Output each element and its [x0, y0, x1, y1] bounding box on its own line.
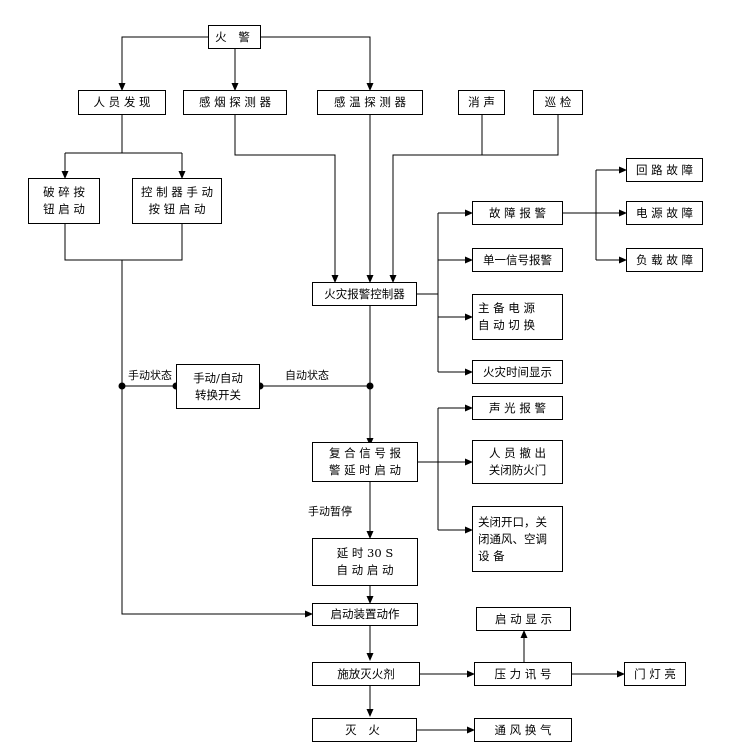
- node-ventilation: 通 风 换 气: [474, 718, 572, 742]
- node-controller-manual-button: 控 制 器 手 动按 钮 启 动: [132, 178, 222, 224]
- junction-manual: [118, 382, 126, 390]
- node-fire-time-display: 火灾时间显示: [472, 360, 563, 384]
- node-loop-fault: 回 路 故 障: [626, 158, 703, 182]
- edge-fault-to-types: [563, 170, 597, 260]
- edge-composite-outputs: [418, 408, 439, 530]
- node-sound-light-alarm: 声 光 报 警: [472, 396, 563, 420]
- edge-buttons-to-manual-line: [64, 224, 312, 615]
- node-load-fault: 负 载 故 障: [626, 248, 703, 272]
- node-single-signal-alarm: 单一信号报警: [472, 248, 563, 272]
- node-release-agent: 施放灭火剂: [312, 662, 420, 686]
- edge-person-to-buttons: [65, 115, 182, 154]
- node-manual-auto-switch: 手动/自动转换开关: [176, 364, 260, 409]
- node-pressure-signal: 压 力 讯 号: [474, 662, 572, 686]
- edge-controller-outputs: [417, 213, 472, 373]
- node-extinguish: 灭 火: [312, 718, 417, 742]
- node-evacuate-close-doors: 人 员 撤 出关闭防火门: [472, 440, 563, 484]
- node-smoke-detector: 感 烟 探 测 器: [183, 90, 287, 115]
- node-main-power-switch: 主 备 电 源自 动 切 换: [472, 294, 563, 340]
- node-composite-signal: 复 合 信 号 报警 延 时 启 动: [312, 442, 418, 482]
- node-silence: 消 声: [458, 90, 505, 115]
- node-door-light: 门 灯 亮: [624, 662, 686, 686]
- junction-auto: [366, 382, 374, 390]
- label-manual-pause: 手动暂停: [308, 505, 352, 518]
- node-power-fault: 电 源 故 障: [626, 201, 703, 225]
- node-person-found: 人 员 发 现: [78, 90, 166, 115]
- node-patrol: 巡 检: [533, 90, 583, 115]
- node-fire-controller: 火灾报警控制器: [312, 282, 417, 306]
- node-fire-alarm: 火 警: [208, 25, 261, 49]
- label-auto-state: 自动状态: [285, 369, 329, 382]
- node-close-openings: 关闭开口，关闭通风、空调设 备: [472, 506, 563, 572]
- node-start-device: 启动装置动作: [312, 603, 418, 626]
- node-break-button: 破 碎 按钮 启 动: [28, 178, 100, 224]
- label-manual-state: 手动状态: [128, 369, 172, 382]
- node-heat-detector: 感 温 探 测 器: [317, 90, 423, 115]
- edge-smoke-to-controller: [234, 115, 339, 283]
- node-fault-alarm: 故 障 报 警: [472, 201, 563, 225]
- edge-silence-patrol-to-controller: [392, 115, 559, 282]
- node-start-display: 启 动 显 示: [476, 607, 571, 631]
